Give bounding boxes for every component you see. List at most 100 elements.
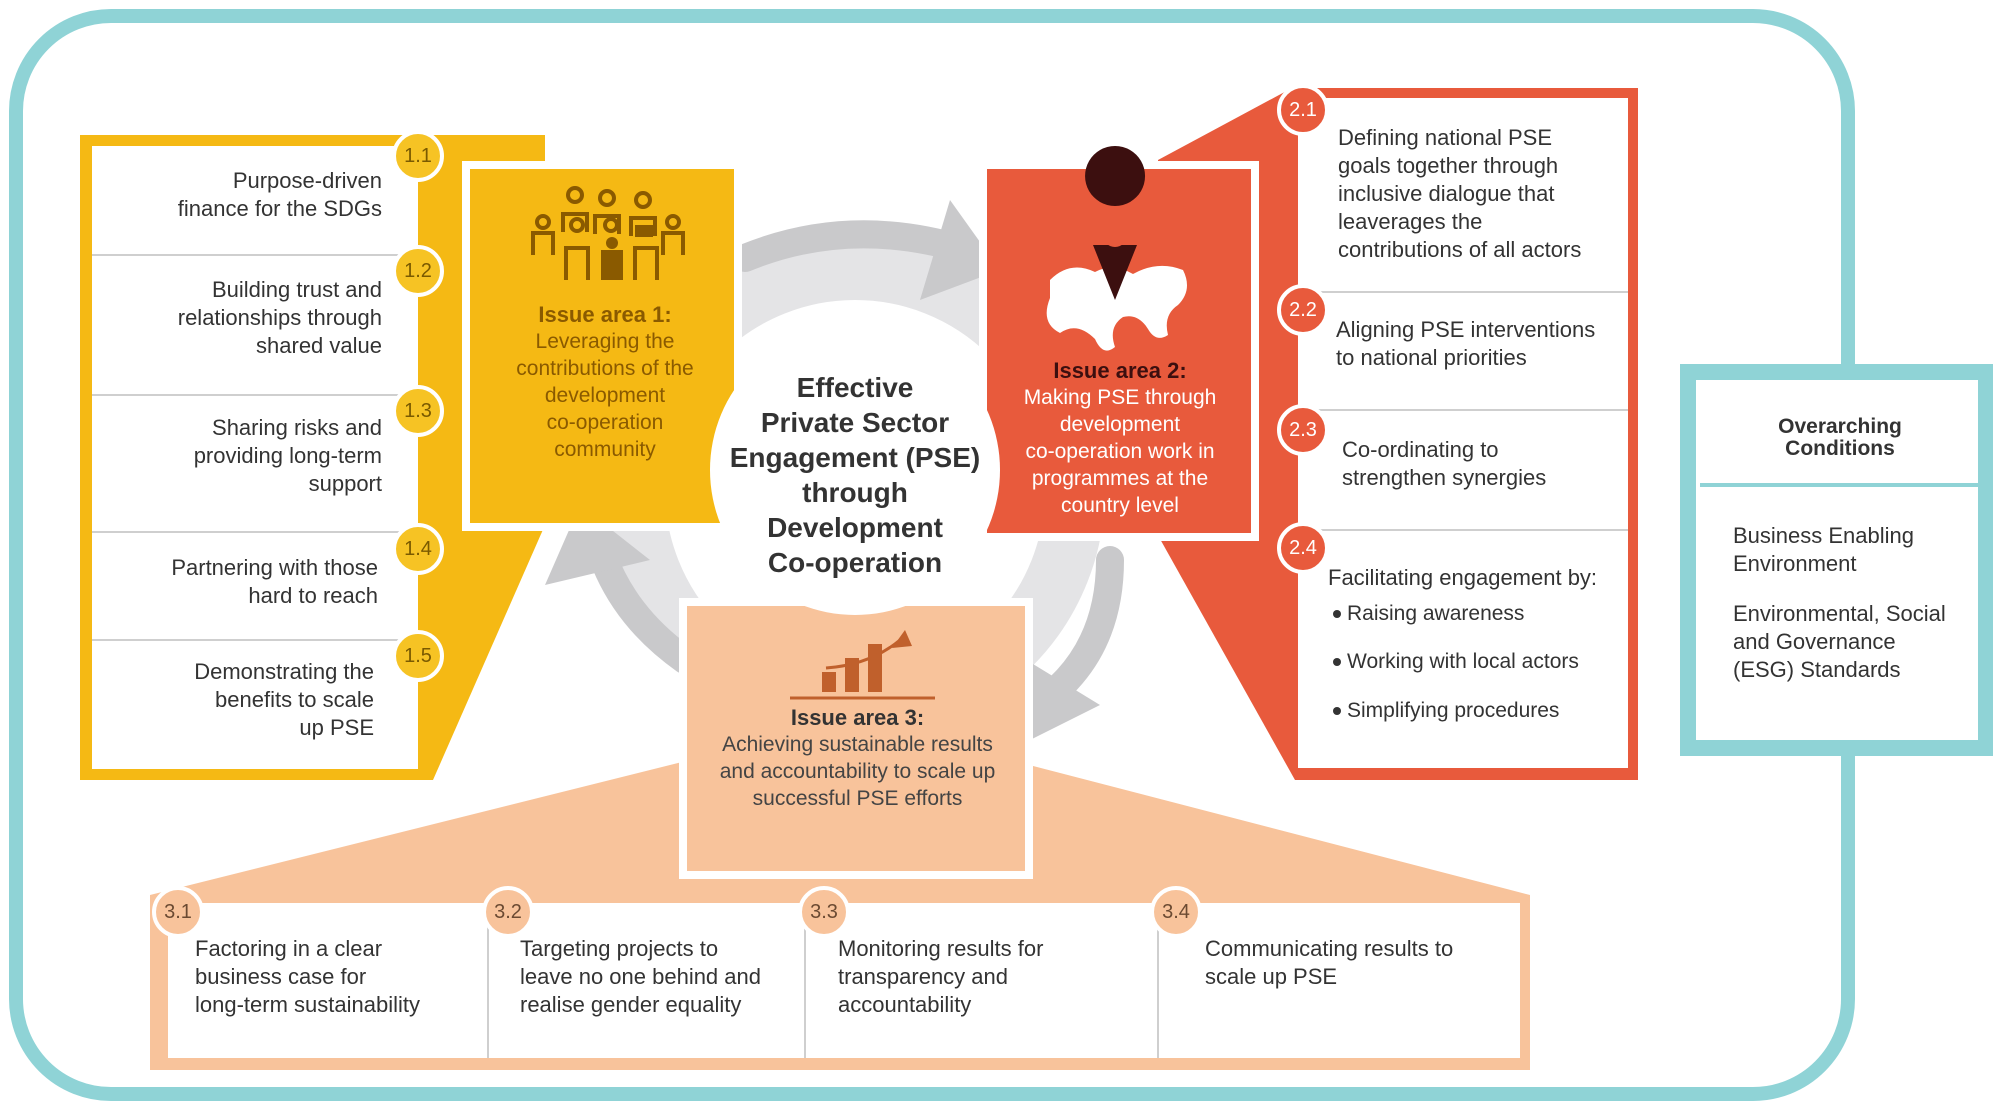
badge-2-1: 2.1	[1277, 84, 1329, 136]
list-item-line: Facilitating engagement by:	[1328, 565, 1598, 590]
issue-area-1-body-line: Leveraging the	[535, 330, 675, 353]
center-title: Effective Private Sector Engagement (PSE…	[700, 370, 1010, 580]
list-item-2-1: Defining national PSE goals together thr…	[1338, 124, 1628, 264]
issue-area-3-box	[679, 598, 1033, 879]
list-item-line: finance for the SDGs	[177, 196, 382, 221]
list-item-line: scale up PSE	[1205, 964, 1338, 989]
badge-1-2: 1.2	[392, 245, 444, 297]
issue-area-2-body-line: programmes at the	[1031, 467, 1209, 490]
list-item-line: Aligning PSE interventions	[1336, 317, 1596, 342]
list-item-line: leave no one behind and	[520, 964, 761, 989]
overarching-item-line: Business Enabling	[1733, 523, 1915, 548]
issue-area-3-body-line: Achieving sustainable results	[722, 733, 993, 756]
center-title-line: Engagement (PSE)	[729, 442, 981, 473]
overarching-item-line: and Governance	[1733, 629, 1896, 654]
list-item-line: goals together through	[1338, 153, 1559, 178]
list-item-line: providing long-term	[193, 443, 382, 468]
badge-1-4: 1.4	[392, 523, 444, 575]
center-circle	[710, 325, 1000, 615]
list-item-line: accountability	[838, 992, 972, 1017]
list-item-3-1: Factoring in a clear business case for l…	[195, 935, 480, 1019]
list-item-line: strengthen synergies	[1342, 465, 1547, 490]
growth-chart-icon	[790, 630, 935, 700]
overarching-box	[1680, 364, 1993, 756]
list-item-line: Demonstrating the	[194, 659, 374, 684]
list-item-line: Factoring in a clear	[195, 936, 383, 961]
issue-area-2-body-line: development	[1059, 413, 1181, 436]
center-title-line: Private Sector	[760, 407, 950, 438]
list-item-1-5: Demonstrating the benefits to scale up P…	[110, 658, 374, 742]
list-item-1-4: Partnering with those hard to reach	[110, 554, 378, 610]
list-item-line: up PSE	[299, 715, 374, 740]
issue-area-2-text: Issue area 2: Making PSE through develop…	[995, 358, 1245, 519]
issue-area-2-body-line: co-operation work in	[1025, 440, 1215, 463]
list-item-line: support	[308, 471, 382, 496]
list-item-1-2: Building trust and relationships through…	[110, 276, 382, 360]
list-item-line: to national priorities	[1336, 345, 1527, 370]
issue-area-2-list-panel	[1298, 98, 1628, 768]
issue-area-2-body-line: Making PSE through	[1023, 386, 1217, 409]
bullet-icon	[1333, 610, 1341, 619]
badge-1-1: 1.1	[392, 130, 444, 182]
list-item-line: leaverages the	[1338, 209, 1483, 234]
overarching-item-line: (ESG) Standards	[1733, 657, 1901, 682]
cycle-arrow-top	[731, 220, 979, 272]
list-item-line: realise gender equality	[520, 992, 742, 1017]
list-item-1-3: Sharing risks and providing long-term su…	[110, 414, 382, 498]
list-item-line: long-term sustainability	[195, 992, 420, 1017]
list-item-line: Targeting projects to	[520, 936, 719, 961]
issue-area-3-list-panel	[168, 903, 1520, 1058]
list-item-1-1: Purpose-driven finance for the SDGs	[110, 167, 382, 223]
list-item-3-2: Targeting projects to leave no one behin…	[520, 935, 805, 1019]
list-item-line: Co-ordinating to	[1342, 437, 1499, 462]
bullet-text: Working with local actors	[1347, 650, 1579, 673]
list-item-line: benefits to scale	[215, 687, 374, 712]
list-item-line: Partnering with those	[171, 555, 378, 580]
issue-area-2-title: Issue area 2:	[1053, 358, 1187, 383]
issue-area-3-text: Issue area 3: Achieving sustainable resu…	[690, 705, 1025, 812]
badge-1-3: 1.3	[392, 385, 444, 437]
issue-area-1-text: Issue area 1: Leveraging the contributio…	[485, 302, 725, 463]
badge-2-2: 2.2	[1277, 284, 1329, 336]
issue-area-1-list-panel	[92, 146, 418, 769]
bullet-text: Simplifying procedures	[1347, 699, 1560, 722]
list-item-line: contributions of all actors	[1338, 237, 1582, 262]
issue-area-2-body-line: country level	[1061, 494, 1179, 517]
list-item-line: relationships through	[177, 305, 382, 330]
issue-area-3-body-line: successful PSE efforts	[752, 787, 963, 810]
bullet-icon	[1333, 658, 1341, 667]
badge-2-4: 2.4	[1277, 522, 1329, 574]
issue-area-3-title: Issue area 3:	[790, 705, 925, 730]
center-title-line: through	[802, 477, 908, 508]
list-item-line: Sharing risks and	[212, 415, 382, 440]
list-item-line: inclusive dialogue that	[1338, 181, 1555, 206]
overarching-title: Overarching Conditions	[1700, 416, 1980, 460]
badge-3-3: 3.3	[798, 886, 850, 938]
list-item-line: transparency and	[838, 964, 1008, 989]
issue-area-1-box	[462, 161, 742, 531]
overarching-title-line: Conditions	[1785, 437, 1895, 460]
center-title-line: Co-operation	[767, 547, 943, 578]
overarching-title-line: Overarching	[1778, 415, 1902, 438]
bullet-item: Raising awareness	[1333, 600, 1628, 628]
center-title-line: Effective	[796, 372, 914, 403]
badge-3-1: 3.1	[152, 886, 204, 938]
list-item-2-4: Facilitating engagement by:	[1328, 564, 1628, 592]
list-item-line: business case for	[195, 964, 367, 989]
list-item-line: Building trust and	[212, 277, 382, 302]
list-item-2-3: Co-ordinating to strengthen synergies	[1342, 436, 1628, 492]
overarching-item: Business Enabling Environment	[1733, 522, 1973, 578]
people-group-icon	[531, 186, 685, 280]
bullet-item: Simplifying procedures	[1333, 697, 1628, 725]
overarching-item-line: Environment	[1733, 551, 1857, 576]
badge-1-5: 1.5	[392, 630, 444, 682]
center-title-line: Development	[767, 512, 943, 543]
list-item-line: hard to reach	[248, 583, 378, 608]
badge-2-3: 2.3	[1277, 404, 1329, 456]
bullet-text: Raising awareness	[1347, 602, 1525, 625]
list-item-line: Purpose-driven	[232, 168, 382, 193]
issue-area-1-body-line: contributions of the	[516, 357, 694, 380]
badge-3-4: 3.4	[1150, 886, 1202, 938]
issue-area-1-body-line: development	[544, 384, 666, 407]
